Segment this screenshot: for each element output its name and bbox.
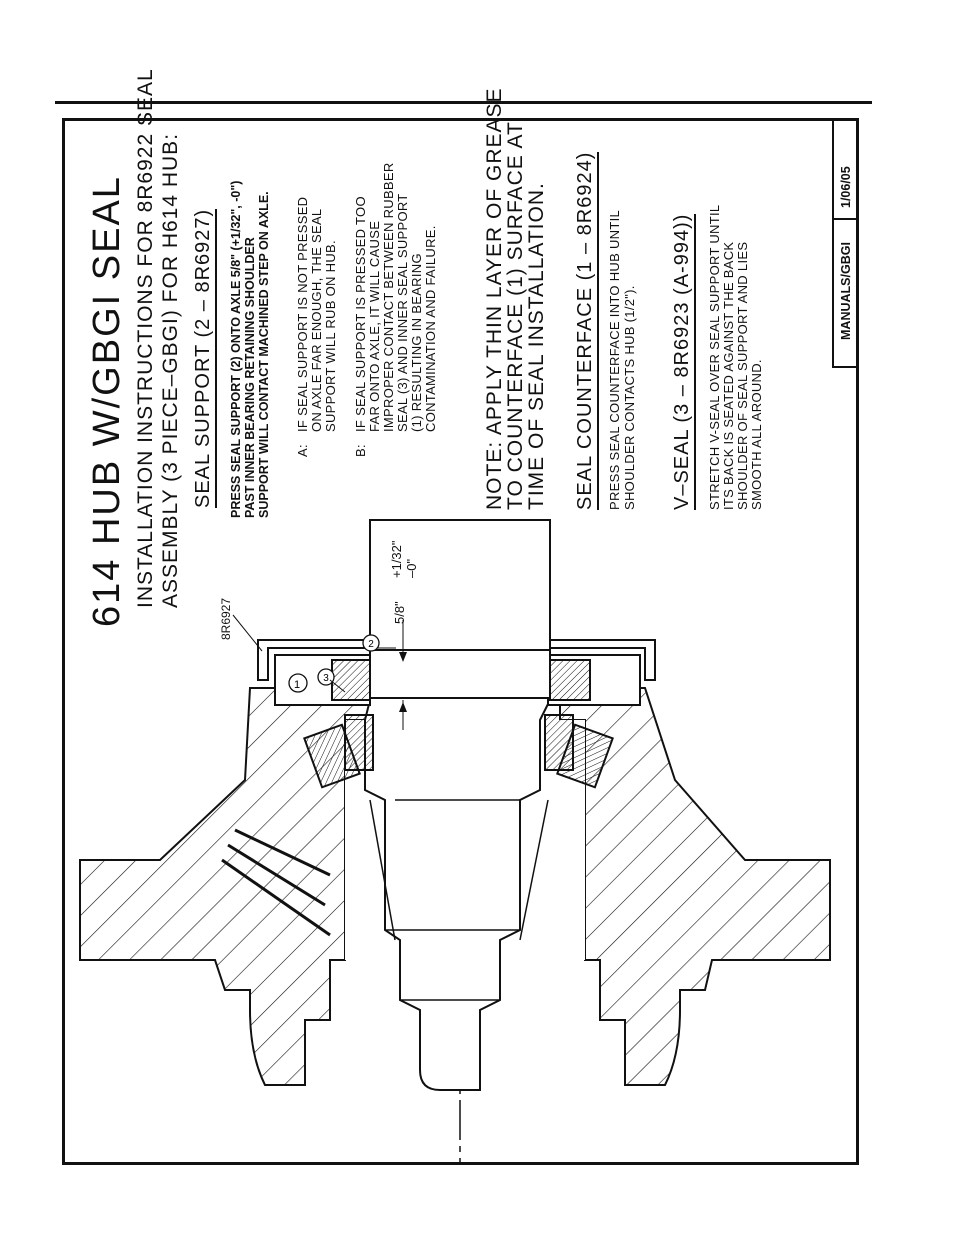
- page-title: 614 HUB W/GBGI SEAL: [86, 175, 128, 627]
- dimension-minus: –0": [404, 558, 419, 578]
- seal-support-heading: SEAL SUPPORT (2 – 8R6927): [192, 208, 217, 508]
- v-seal-line-1: STRETCH V-SEAL OVER SEAL SUPPORT UNTIL: [707, 204, 722, 510]
- item-a-label: A:: [295, 444, 310, 457]
- hub-body-left: [79, 687, 371, 1086]
- item-b-line-6: CONTAMINATION AND FAILURE.: [423, 225, 438, 432]
- v-seal-heading: V–SEAL (3 – 8R6923 (A-994)): [671, 213, 696, 510]
- callout-3: 3: [323, 673, 329, 684]
- bearing-cone-left: [344, 714, 374, 771]
- footer-doc: MANUALS/GBGI: [839, 242, 853, 340]
- top-rule: [55, 101, 872, 104]
- drawing-frame: [62, 118, 859, 1165]
- item-b-line-1: IF SEAL SUPPORT IS PRESSED TOO: [353, 196, 368, 432]
- v-seal-left: [331, 659, 371, 701]
- item-a-line-2: ON AXLE FAR ENOUGH, THE SEAL: [309, 208, 324, 432]
- v-seal-line-4: SMOOTH ALL AROUND.: [749, 359, 764, 510]
- seal-bore: [369, 649, 551, 699]
- seal-support-line-3: SUPPORT WILL CONTACT MACHINED STEP ON AX…: [257, 191, 271, 518]
- footer-title-block: [832, 120, 858, 368]
- subtitle-line-2: ASSEMBLY (3 PIECE–GBGI) FOR H614 HUB:: [159, 132, 182, 608]
- part-label-8r6927: 8R6927: [219, 597, 233, 640]
- seal-counterface-line-2: SHOULDER CONTACTS HUB (1/2").: [622, 285, 637, 510]
- note-line-2: TO COUNTERFACE (1) SURFACE AT: [504, 121, 527, 510]
- seal-support-line-2: PAST INNER BEARING RETAINING SHOULDER: [243, 237, 257, 518]
- item-a-line-1: IF SEAL SUPPORT IS NOT PRESSED: [295, 196, 310, 432]
- v-seal-right: [549, 659, 591, 701]
- footer-date: 1/06/05: [839, 166, 853, 208]
- footer-divider: [832, 218, 858, 220]
- seal-support-line-1: PRESS SEAL SUPPORT (2) ONTO AXLE 5/8" (+…: [229, 180, 243, 518]
- callout-3-circle: [317, 668, 335, 686]
- callout-1-circle: [288, 673, 308, 693]
- subtitle-line-1: INSTALLATION INSTRUCTIONS FOR 8R6922 SEA…: [134, 68, 157, 608]
- callout-2: 2: [368, 639, 374, 650]
- callout-1: 1: [294, 679, 300, 691]
- note-line-1: NOTE: APPLY THIN LAYER OF GREASE: [483, 87, 506, 510]
- v-seal-line-2: ITS BACK IS SEATED AGAINST THE BACK: [721, 241, 736, 510]
- seal-counterface-heading: SEAL COUNTERFACE (1 – 8R6924): [574, 151, 599, 510]
- item-a-line-3: SUPPORT WILL RUB ON HUB.: [323, 240, 338, 432]
- item-b-line-2: FAR ONTO AXLE, IT WILL CAUSE: [367, 220, 382, 432]
- note-line-3: TIME OF SEAL INSTALLATION.: [525, 182, 548, 510]
- item-b-label: B:: [353, 444, 368, 457]
- v-seal-line-3: SHOULDER OF SEAL SUPPORT AND LIES: [735, 241, 750, 510]
- callout-2-circle: [362, 634, 380, 652]
- item-b-line-3: IMPROPER CONTACT BETWEEN RUBBER: [381, 162, 396, 432]
- hub-body-right: [559, 687, 831, 1086]
- seal-counterface-line-1: PRESS SEAL COUNTERFACE INTO HUB UNTIL: [607, 209, 622, 510]
- bearing-cone-right: [544, 714, 574, 771]
- item-b-line-4: SEAL (3) AND INNER SEAL SUPPORT: [395, 193, 410, 432]
- item-b-line-5: (1) RESULTING IN BEARING: [409, 253, 424, 432]
- dimension-plus: +1/32": [389, 540, 404, 578]
- dimension-main: 5/8": [392, 601, 407, 624]
